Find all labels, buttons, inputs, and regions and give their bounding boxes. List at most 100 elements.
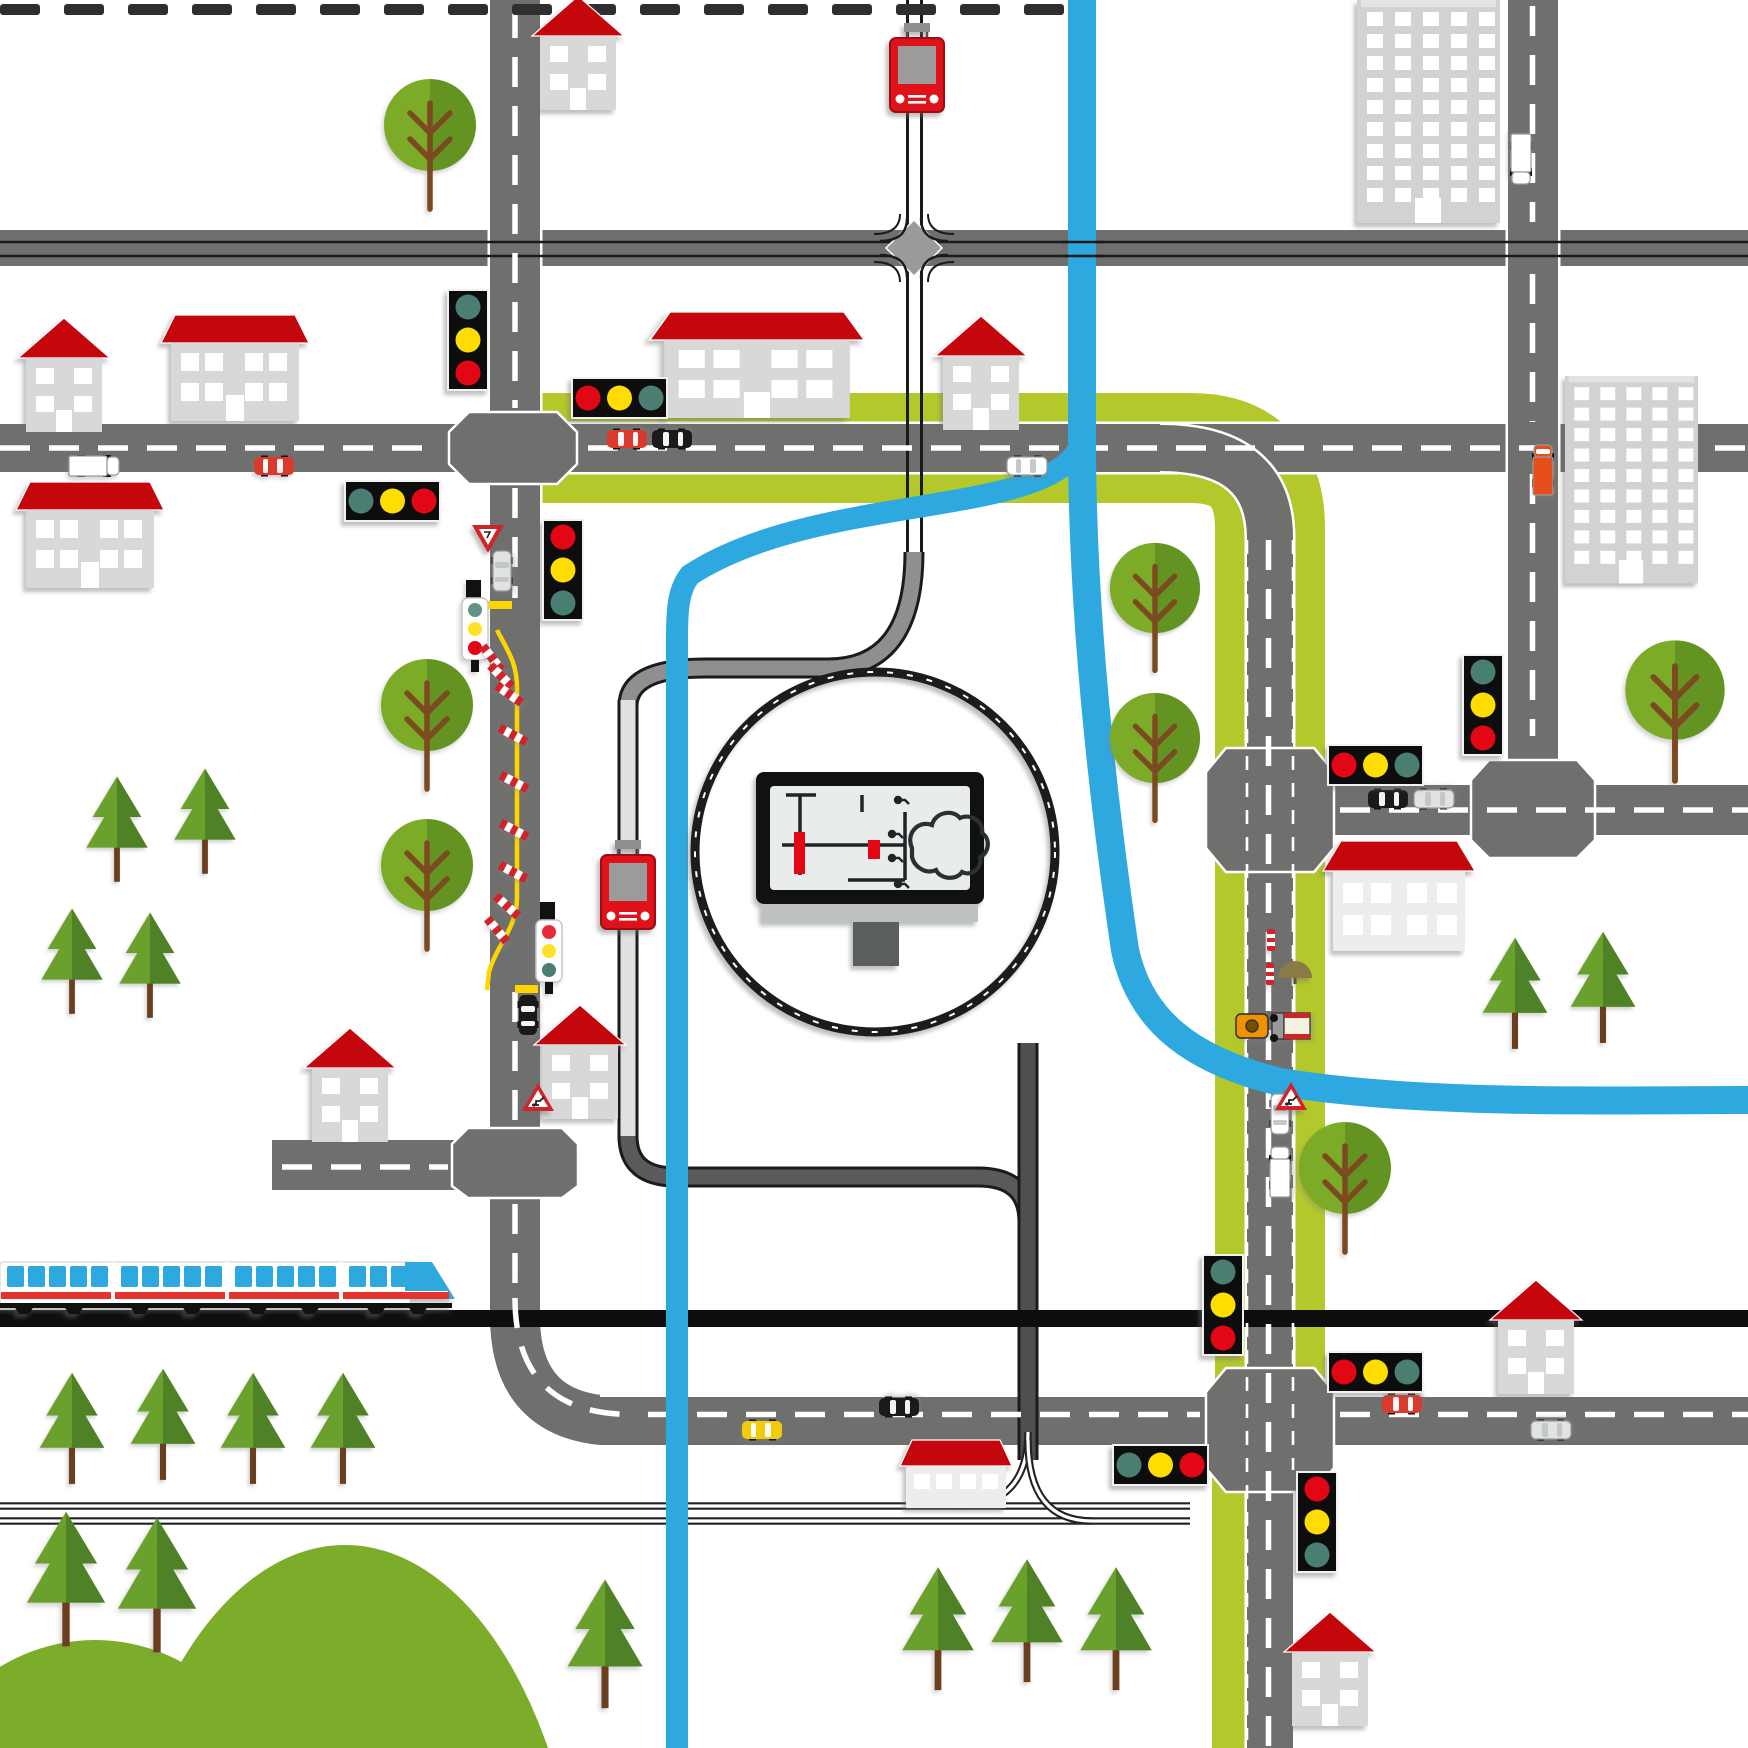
- barrier-stripe: [503, 773, 514, 785]
- window: [1652, 407, 1668, 421]
- barrier-stripe: [502, 726, 513, 738]
- window: [205, 353, 223, 371]
- window: [1395, 78, 1411, 92]
- window: [713, 380, 740, 398]
- window: [245, 383, 263, 401]
- pine-tree: [41, 908, 103, 1014]
- window: [1395, 12, 1411, 26]
- traffic-light-green-lamp: [1116, 1452, 1142, 1478]
- screen-signal-node: [794, 832, 805, 874]
- control-monitor: [756, 772, 990, 966]
- window: [1678, 448, 1694, 462]
- tram-headlight: [929, 94, 939, 104]
- traffic-light-yellow-lamp: [455, 327, 481, 353]
- train-window: [298, 1266, 315, 1287]
- pine-tier-bottom-shade: [117, 795, 148, 848]
- traffic-light-red-lamp: [1210, 1325, 1236, 1351]
- tram: [889, 23, 945, 113]
- window: [1451, 166, 1467, 180]
- construction-barrier: [497, 723, 529, 747]
- monitor-chin: [762, 904, 978, 922]
- windshield: [1425, 792, 1431, 806]
- tree: [1299, 1122, 1391, 1255]
- traffic-cone: [1266, 963, 1274, 985]
- pine-trunk: [68, 1417, 76, 1484]
- pine-trunk: [202, 810, 208, 874]
- roof: [1488, 1279, 1584, 1321]
- railway-layer: [0, 1310, 1748, 1327]
- car-body: [879, 1398, 919, 1416]
- train: [0, 1261, 455, 1314]
- tree-trunk: [1132, 563, 1178, 674]
- tram-front-line: [619, 918, 637, 921]
- window: [1600, 469, 1616, 483]
- pine-tree: [26, 1511, 106, 1647]
- pine-tree: [130, 1368, 196, 1480]
- construction-barrier: [492, 892, 522, 920]
- construction-barrier: [483, 915, 511, 945]
- signal-lamp: [542, 925, 556, 939]
- top-edge-dash: [640, 4, 680, 15]
- barrier-stripe: [506, 904, 517, 916]
- window: [1395, 100, 1411, 114]
- car-body: [1530, 1420, 1572, 1440]
- top-edge-dash: [384, 4, 424, 15]
- traffic-light: [1112, 1444, 1209, 1486]
- tree-trunk: [1650, 663, 1700, 784]
- pine-tree: [902, 1567, 974, 1691]
- rear-window: [495, 577, 509, 582]
- digger-wheel: [1285, 1102, 1289, 1106]
- barrier-stripe: [502, 863, 513, 875]
- train-bogie: [182, 1306, 202, 1314]
- pine-tree: [991, 1559, 1063, 1683]
- car: [879, 1396, 919, 1418]
- traffic-light-yellow-lamp: [1470, 692, 1496, 718]
- window: [1479, 78, 1495, 92]
- window: [36, 520, 54, 538]
- barrier-stripe: [499, 674, 511, 686]
- window: [771, 380, 798, 398]
- network-link: [892, 856, 904, 863]
- window: [1600, 489, 1616, 503]
- window: [1574, 530, 1590, 544]
- window: [1479, 122, 1495, 136]
- barrier-stripe: [514, 827, 525, 839]
- network-link: [892, 832, 904, 839]
- train-bogie: [130, 1306, 150, 1314]
- window: [771, 350, 798, 368]
- windshield: [277, 459, 283, 473]
- barrier-stripe: [487, 920, 499, 931]
- dome-stem: [1293, 978, 1297, 984]
- apartment: [15, 481, 165, 588]
- yield-sign: [472, 525, 504, 553]
- train-window: [49, 1266, 66, 1287]
- cargo-box: [68, 455, 108, 477]
- tram-switch-curve: [879, 253, 909, 279]
- tree: [384, 79, 476, 212]
- river-main: [1068, 0, 1748, 1115]
- traffic-light: [447, 289, 489, 391]
- barrier-stripe: [495, 929, 507, 940]
- window: [1626, 489, 1642, 503]
- control-center-layer: [690, 667, 1060, 1037]
- signal-head: [466, 580, 481, 602]
- traffic-light-green-lamp: [1210, 1259, 1236, 1285]
- tree: [1625, 640, 1725, 784]
- tree-trunk: [1322, 1143, 1368, 1255]
- traffic-light-red-lamp: [411, 488, 437, 514]
- house: [532, 1004, 628, 1119]
- barrier-stripe: [513, 732, 524, 744]
- windshield: [1273, 1151, 1287, 1156]
- barrier-body: [497, 860, 529, 884]
- window: [1479, 56, 1495, 70]
- traffic-light: [344, 480, 441, 522]
- tree-trunk: [404, 840, 450, 952]
- roof: [15, 481, 165, 511]
- window: [1451, 122, 1467, 136]
- van: [1269, 1146, 1291, 1198]
- window: [74, 396, 92, 412]
- window: [1546, 1330, 1564, 1346]
- windshield: [663, 432, 669, 446]
- rear-window: [633, 432, 638, 446]
- construction-barrier: [498, 818, 530, 842]
